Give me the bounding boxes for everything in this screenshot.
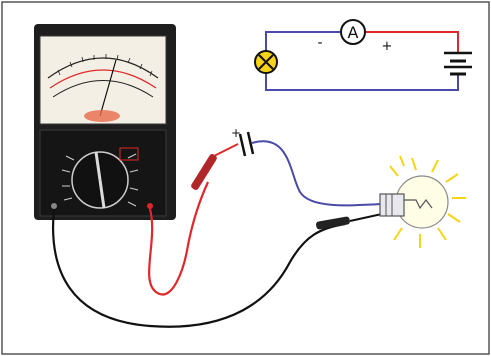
schematic-circuit: A - +: [254, 19, 472, 91]
schematic-minus-label: -: [317, 35, 322, 51]
schematic-wire-bottom: [265, 72, 459, 91]
capacitor-plus-label: +: [231, 126, 241, 140]
schematic-wire-top-left: [265, 31, 340, 52]
ammeter-label: A: [348, 23, 359, 42]
battery-icon: [444, 51, 472, 76]
black-test-lead: [52, 208, 346, 328]
red-test-lead: [148, 181, 209, 296]
schematic-plus-label: +: [382, 39, 393, 54]
ammeter-icon: A: [340, 19, 366, 45]
black-probe: [316, 216, 350, 230]
black-probe-wire: [349, 213, 383, 222]
red-probe-tip: [213, 143, 239, 157]
red-probe: [191, 154, 217, 190]
bulb-icon: [379, 155, 466, 248]
multimeter-icon: [34, 24, 176, 220]
blue-wire: [251, 140, 383, 207]
lamp-icon: [254, 50, 278, 74]
capacitor-icon: +: [231, 126, 255, 157]
multimeter-needle: [99, 59, 117, 117]
schematic-wire-top-right: [366, 31, 459, 52]
